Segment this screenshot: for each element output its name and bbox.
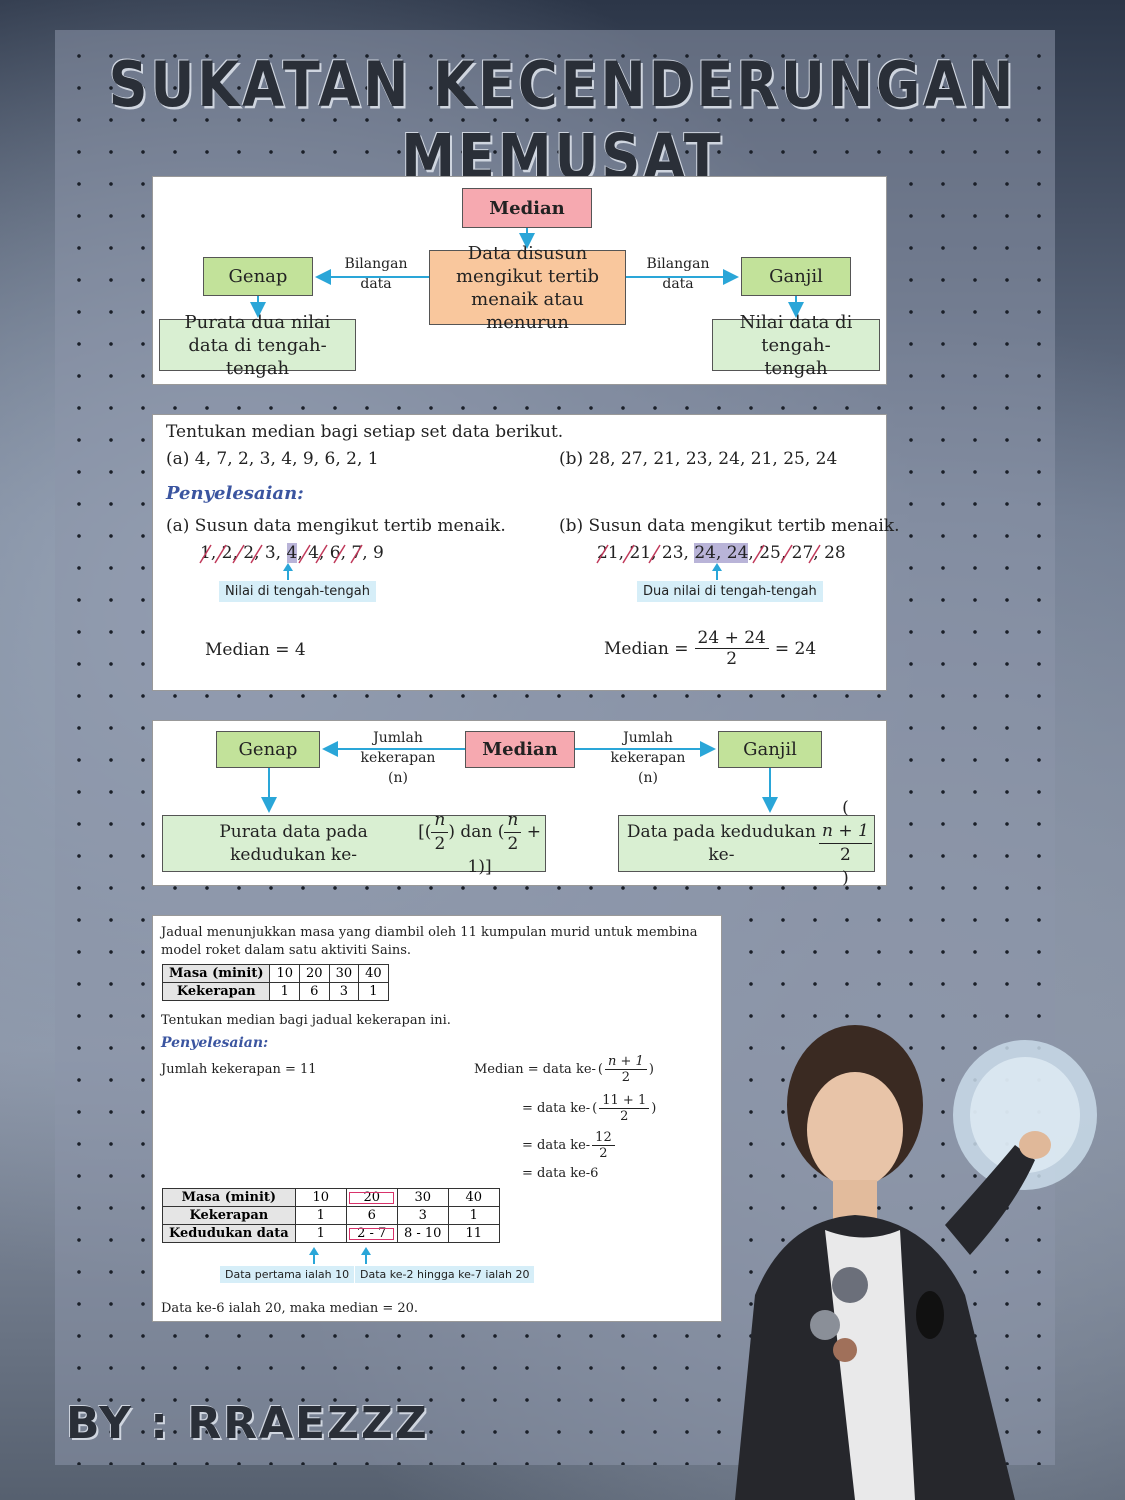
example1-marks (199, 544, 821, 580)
sorted-b-post: , 25, 27, 28 (748, 543, 846, 563)
author-byline: BY : RRAEZZZ (66, 1398, 429, 1449)
example2-intro: Jadual menunjukkan masa yang diambil ole… (161, 925, 698, 958)
row-header-cell: Kekerapan (161, 982, 271, 1001)
example1-step-b: (b) Susun data mengikut tertib menaik. (559, 516, 900, 536)
median-step-4: = data ke-6 (522, 1166, 599, 1181)
step2-numerator: 11 + 1 (599, 1093, 650, 1109)
example2-total: Jumlah kekerapan = 11 (161, 1062, 317, 1077)
median-flow-panel: Median Data disusun mengikut tertib mena… (152, 176, 887, 385)
page-title: SUKATAN KECENDERUNGAN MEMUSAT (108, 48, 1017, 194)
right-frequency-label: Jumlah kekerapan (n) (610, 730, 686, 786)
median-step-2-text: = data ke- (522, 1101, 591, 1116)
sorted-b-middle: 24, 24 (694, 543, 749, 563)
example2-conclusion: Data ke-6 ialah 20, maka median = 20. (161, 1301, 419, 1316)
step3-numerator: 12 (592, 1130, 615, 1146)
row-header-cell: Kekerapan (162, 1206, 296, 1225)
example1-step-a: (a) Susun data mengikut tertib menaik. (166, 516, 506, 536)
left-frequency-label: Jumlah kekerapan (n) (360, 730, 436, 786)
row-header-cell: Masa (minit) (161, 964, 271, 983)
result-b-label: Median = (604, 638, 689, 659)
table-cell: 1 (294, 1224, 347, 1243)
sorted-b: 21, 21, 23, 24, 24, 25, 27, 28 (597, 543, 846, 563)
odd-box: Ganjil (741, 257, 851, 296)
example1-solution-heading: Penyelesaian: (166, 483, 304, 504)
note-first-data: Data pertama ialah 10 (220, 1266, 355, 1283)
note-data-range: Data ke-2 hingga ke-7 ialah 20 (355, 1266, 535, 1283)
step3-denominator: 2 (599, 1146, 608, 1161)
odd-box-2: Ganjil (718, 731, 822, 768)
median-step-3-text: = data ke- (522, 1138, 591, 1153)
result-b-numerator: 24 + 24 (694, 628, 769, 649)
person-photo (735, 1025, 1097, 1500)
median-box: Median (462, 188, 592, 228)
sorted-a-middle: 4 (286, 543, 298, 563)
left-count-label: Bilangan data (344, 256, 408, 292)
sorted-b-pre: 21, 21, 23, (597, 543, 695, 563)
table-cell: 20 (299, 964, 330, 983)
result-b-value: = 24 (774, 638, 817, 659)
table-cell: 1 (358, 982, 389, 1001)
table-cell: 1 (269, 982, 301, 1001)
frequency-flow-panel: Median Genap Ganjil Jumlah kekerapan (n)… (152, 720, 887, 888)
flow2-arrows (261, 741, 778, 813)
step2-denominator: 2 (620, 1109, 629, 1124)
right-count-label: Bilangan data (646, 256, 710, 292)
even-box: Genap (203, 257, 313, 296)
flow1-arrows (250, 228, 804, 318)
example2-question: Tentukan median bagi jadual kekerapan in… (161, 1013, 451, 1028)
example1-question: Tentukan median bagi setiap set data ber… (166, 422, 564, 442)
example2-solution-heading: Penyelesaian: (161, 1035, 269, 1051)
step1-denominator: 2 (621, 1070, 631, 1085)
result-a: Median = 4 (205, 640, 306, 660)
row-header-cell: Masa (minit) (162, 1188, 296, 1207)
example2-panel: Jadual menunjukkan masa yang diambil ole… (152, 915, 722, 1322)
table-cell: 11 (447, 1224, 500, 1243)
note-b: Dua nilai di tengah-tengah (637, 581, 823, 602)
even-position-text: Purata data pada kedudukan ke- (219, 821, 368, 865)
note-a: Nilai di tengah-tengah (219, 581, 376, 602)
example1-set-a: (a) 4, 7, 2, 3, 4, 9, 6, 2, 1 (166, 449, 379, 469)
example2-arrows (309, 1247, 371, 1264)
median-box-2: Median (465, 731, 575, 768)
table-cell: 8 - 10 (396, 1224, 449, 1243)
odd-position-text: Data pada kedudukan ke- (626, 821, 816, 865)
even-box-2: Genap (216, 731, 320, 768)
step1-numerator: n + 1 (605, 1054, 647, 1070)
example1-set-b: (b) 28, 27, 21, 23, 24, 21, 25, 24 (559, 449, 838, 469)
example1-panel: Tentukan median bagi setiap set data ber… (152, 414, 899, 691)
median-step-1-text: Median = data ke- (474, 1062, 596, 1077)
result-b-denominator: 2 (726, 649, 738, 669)
